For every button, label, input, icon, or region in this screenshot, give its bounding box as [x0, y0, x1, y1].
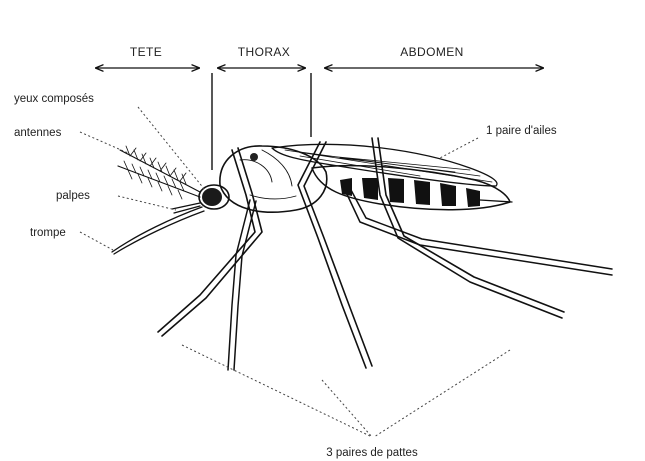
- region-label-thorax: THORAX: [238, 45, 290, 59]
- proboscis-leader: [80, 232, 113, 250]
- label-antennae: antennes: [14, 127, 62, 139]
- wings-leader: [440, 138, 478, 158]
- leader-lines: [80, 107, 510, 437]
- region-label-abdomen: ABDOMEN: [400, 45, 463, 59]
- region-label-head: TETE: [130, 45, 162, 59]
- mouthparts: [112, 203, 204, 254]
- label-proboscis: trompe: [30, 227, 66, 239]
- proboscis-drawing: [112, 207, 204, 254]
- legs-leader-mid: [322, 380, 372, 437]
- palps-drawing: [172, 203, 200, 213]
- label-compound-eyes: yeux composés: [14, 93, 94, 105]
- leg-hind-near-b: [378, 138, 564, 312]
- legs-near: [158, 138, 564, 368]
- legs-leader-left: [182, 345, 372, 437]
- label-wings: 1 paire d'ailes: [486, 125, 557, 137]
- legs-far: [228, 190, 612, 370]
- label-legs: 3 paires de pattes: [326, 447, 418, 459]
- leg-far-front-inner: [234, 201, 256, 370]
- leg-mid-near-b: [304, 142, 372, 366]
- label-palps: palpes: [56, 190, 90, 202]
- palps-leader: [118, 196, 176, 210]
- mosquito-illustration: [112, 138, 612, 370]
- antennae: [118, 146, 200, 199]
- legs-leader-right: [374, 350, 510, 437]
